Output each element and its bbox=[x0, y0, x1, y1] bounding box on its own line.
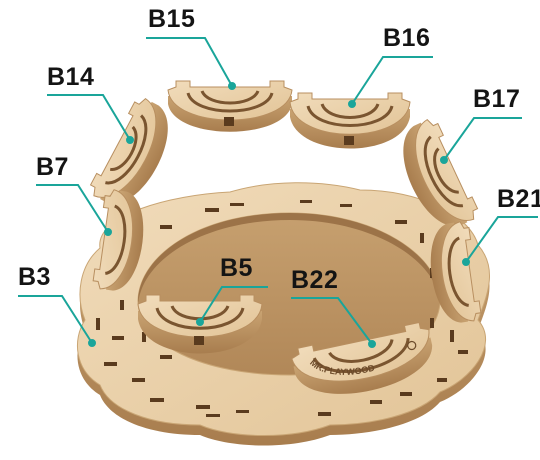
leader-b17 bbox=[444, 118, 522, 160]
label-b5: B5 bbox=[220, 256, 253, 281]
label-b15: B15 bbox=[148, 7, 195, 32]
label-b21: B21 bbox=[497, 187, 540, 212]
label-b16: B16 bbox=[383, 26, 430, 51]
leader-b15 bbox=[146, 38, 232, 86]
label-b17: B17 bbox=[473, 87, 520, 112]
label-b14: B14 bbox=[47, 65, 94, 90]
label-b7: B7 bbox=[36, 155, 69, 180]
label-b3: B3 bbox=[18, 265, 51, 290]
leader-b14 bbox=[47, 95, 130, 140]
label-b22: B22 bbox=[291, 268, 338, 293]
